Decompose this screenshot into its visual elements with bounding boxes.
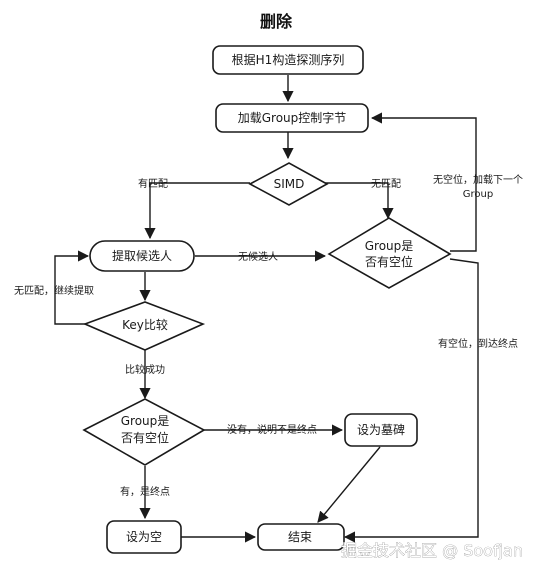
node-load-group-label: 加载Group控制字节: [238, 110, 347, 125]
node-set-tombstone-label: 设为墓碑: [357, 422, 405, 437]
node-simd-label: SIMD: [274, 177, 305, 191]
node-set-tombstone: [344, 413, 418, 447]
node-set-empty-label: 设为空: [126, 530, 162, 544]
node-group-empty-1: [327, 217, 452, 289]
node-build-probe-label: 根据H1构造探测序列: [232, 52, 345, 67]
diagram-title: 删除: [260, 12, 293, 31]
node-key-compare: [82, 301, 206, 351]
node-group-empty-2-line2: 否有空位: [121, 430, 169, 445]
label-yes-is-end: 有，是终点: [120, 485, 170, 498]
node-build-probe: [212, 45, 364, 75]
label-has-match: 有匹配: [138, 177, 168, 190]
label-no-not-end: 没有，说明不是终点: [227, 423, 317, 436]
node-extract-candidate: [89, 240, 195, 272]
label-no-match: 无匹配: [371, 178, 401, 190]
node-simd: [248, 162, 329, 206]
label-has-empty-reach-end: 有空位，到达终点: [438, 337, 518, 350]
watermark: 掘金技术社区 @ Soofjan: [341, 541, 523, 560]
node-group-empty-2-line1: Group是: [121, 414, 170, 428]
label-no-match-continue: 无匹配，继续提取: [14, 284, 94, 297]
label-no-empty-load-next-1: 无空位，加载下一个: [433, 173, 523, 186]
edge-empty1-load-next: [370, 112, 477, 252]
edge-simd-has-match: [144, 182, 250, 240]
edge-simd-no-match: [325, 182, 394, 220]
node-group-empty-1-line1: Group是: [365, 239, 414, 253]
edge-empty1-to-end: [343, 258, 479, 543]
node-end: [257, 523, 345, 551]
node-key-compare-label: Key比较: [122, 317, 168, 332]
edge-tombstone-to-end: [317, 446, 381, 523]
node-load-group: [215, 103, 369, 133]
node-extract-candidate-label: 提取候选人: [112, 248, 172, 263]
node-set-empty: [106, 520, 182, 554]
label-compare-success: 比较成功: [125, 363, 165, 376]
node-group-empty-1-line2: 否有空位: [365, 254, 413, 269]
label-no-empty-load-next-2: Group: [463, 189, 493, 200]
node-group-empty-2: [82, 398, 206, 466]
label-no-candidate: 无候选人: [238, 250, 278, 263]
edge-compare-loop-back: [54, 250, 90, 325]
node-end-label: 结束: [288, 530, 312, 544]
